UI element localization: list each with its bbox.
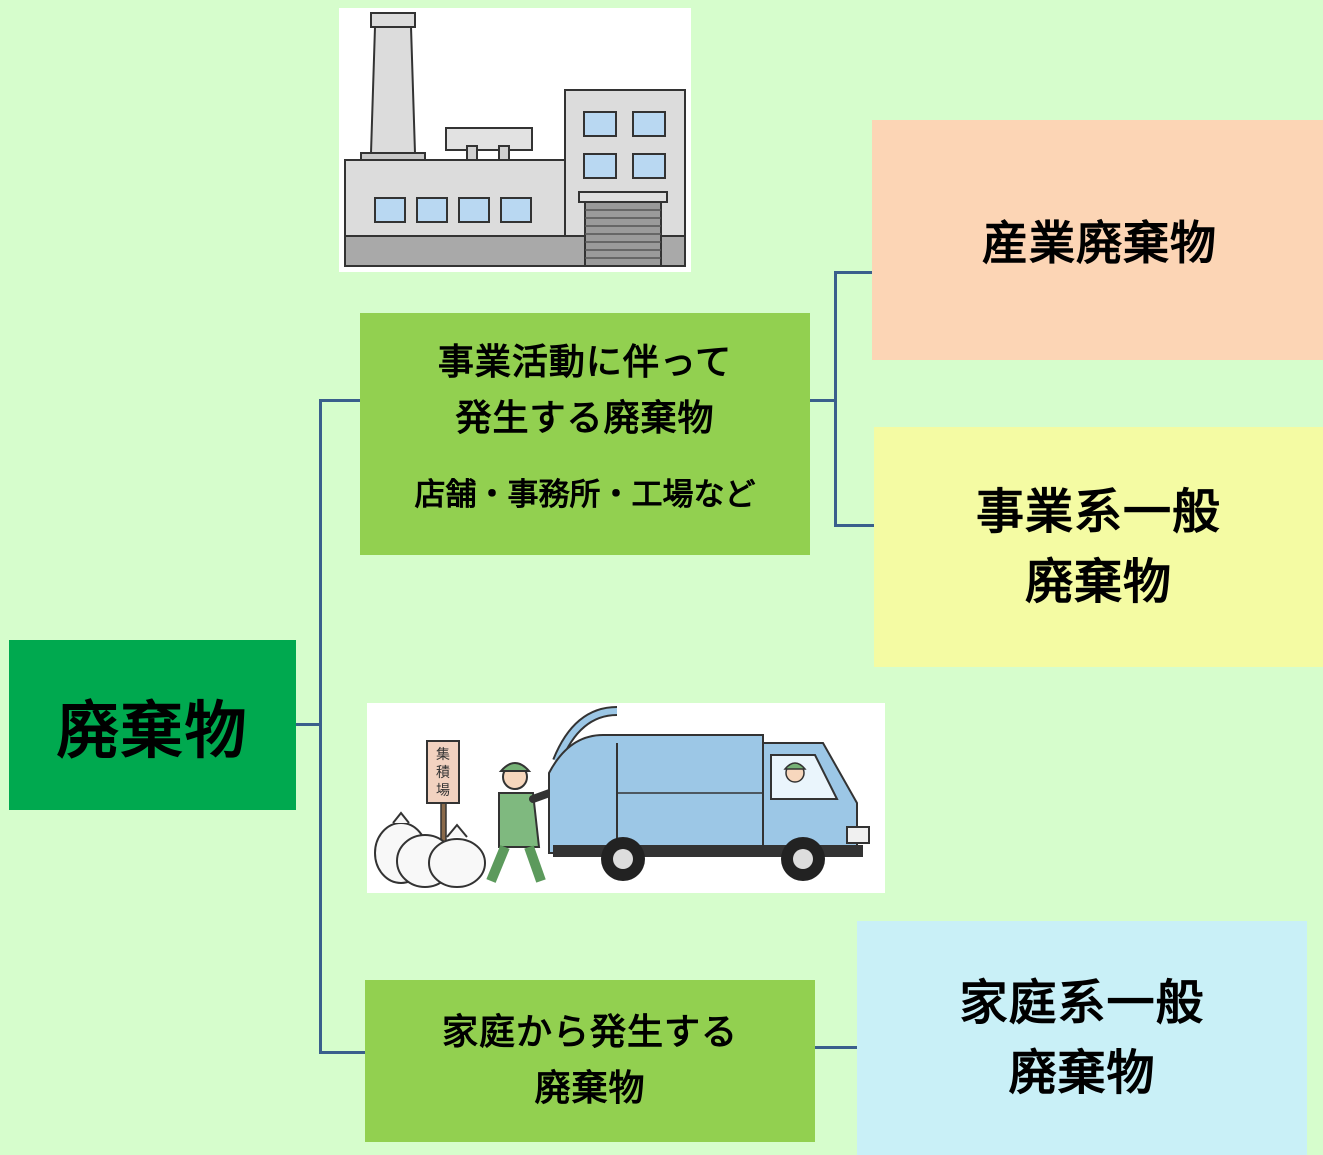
connector-to-business	[319, 399, 361, 402]
root-waste-box: 廃棄物	[9, 640, 296, 810]
household-general-line2: 廃棄物	[1008, 1045, 1156, 1101]
garbage-truck-illustration: 集 積 場	[367, 703, 885, 893]
household-general-waste-box: 家庭系一般 廃棄物	[857, 921, 1307, 1155]
business-source-line1: 事業活動に伴って	[437, 342, 733, 383]
business-source-examples: 店舗・事務所・工場など	[414, 477, 756, 513]
household-source-box: 家庭から発生する 廃棄物	[365, 980, 815, 1142]
connector-to-household	[319, 1051, 366, 1054]
signboard-char3: 場	[436, 783, 450, 799]
business-general-line2: 廃棄物	[1024, 554, 1172, 610]
connector-root-stub	[296, 723, 322, 726]
business-general-line1: 事業系一般	[975, 484, 1221, 540]
connector-branch-trunk	[834, 271, 837, 527]
industrial-waste-box: 産業廃棄物	[872, 120, 1323, 360]
industrial-waste-label: 産業廃棄物	[982, 216, 1217, 270]
business-general-waste-box: 事業系一般 廃棄物	[874, 427, 1323, 667]
household-source-line2: 廃棄物	[534, 1068, 646, 1109]
connector-to-business-general	[834, 524, 875, 527]
household-general-line1: 家庭系一般	[959, 975, 1205, 1031]
factory-illustration	[339, 8, 691, 272]
household-source-line1: 家庭から発生する	[441, 1012, 738, 1053]
business-source-line2: 発生する廃棄物	[455, 398, 715, 439]
connector-trunk	[319, 399, 322, 1053]
root-label: 廃棄物	[56, 694, 249, 767]
business-source-box: 事業活動に伴って 発生する廃棄物 店舗・事務所・工場など	[360, 313, 810, 555]
connector-business-stub	[808, 399, 837, 402]
signboard-char1: 集	[436, 746, 450, 763]
signboard-char2: 積	[436, 765, 450, 781]
connector-to-household-general	[814, 1046, 858, 1049]
connector-to-industrial	[834, 271, 873, 274]
